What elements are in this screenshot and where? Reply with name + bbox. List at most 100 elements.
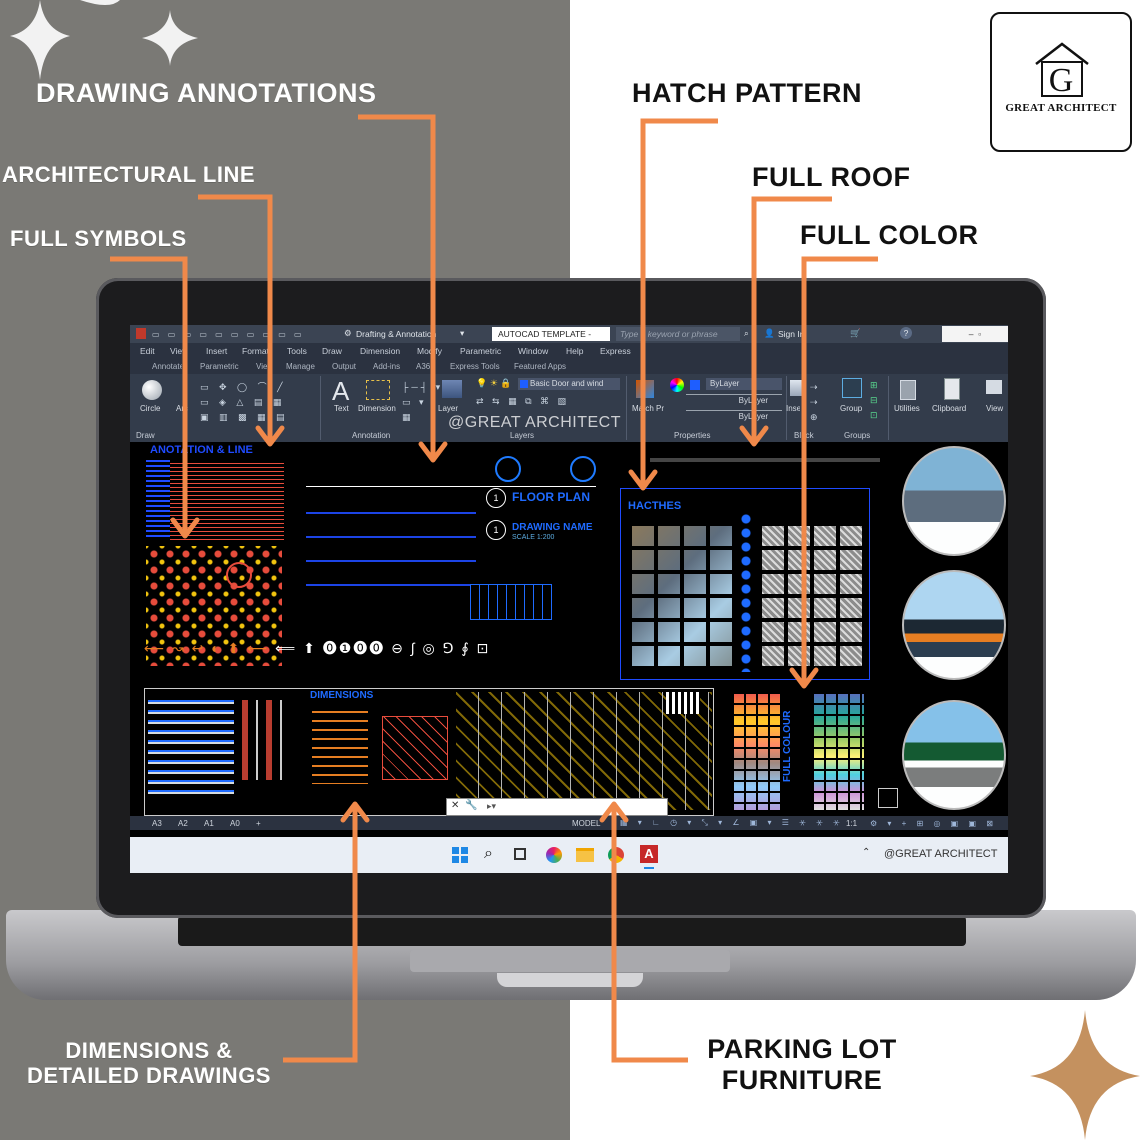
menu-help[interactable]: Help [566,346,584,356]
task-view-icon[interactable] [514,848,526,860]
autocad-taskbar-icon[interactable]: A [640,845,658,863]
clipboard-icon[interactable] [944,378,960,400]
workspace-chevron-icon[interactable]: ▾ [460,328,465,338]
add-layout-icon[interactable]: + [256,818,261,828]
menu-window[interactable]: Window [518,346,549,356]
command-settings-icon[interactable]: 🔧 [465,800,478,811]
tab-parametric[interactable]: Parametric [200,362,239,371]
windows-start-icon[interactable] [452,847,468,863]
watermark: @GREAT ARCHITECT [448,414,621,431]
draw-tools-icons[interactable]: ▭ ✥ ◯ ⌒ ╱▭ ◈ △ ▤ ▦▣ ▥ ▩ ▦ ▤ [200,382,289,422]
clipboard-label: Clipboard [932,404,967,413]
tab-add-ins[interactable]: Add-ins [373,362,401,371]
menu-dimension[interactable]: Dimension [360,346,401,356]
tray-chevron-icon[interactable]: ⌃ [862,847,871,858]
search-taskbar-icon[interactable]: ⌕ [484,845,493,862]
annotation-small-icons[interactable]: ├─┤ ▾▭ ▾▦ [402,382,444,422]
status-tool-icons[interactable]: ▦ ▾ ∟ ◷ ▾ ⤡ ▾ ∠ ▣ ▾ ☰ ⚹ ⚹ ⚹ [620,818,844,827]
roof-elevation-strip [650,446,880,486]
layer-properties-icon[interactable] [442,380,462,398]
layer-tool-icons[interactable]: ⇄ ⇆ ▦ ⧉ ⌘ ▧ [476,396,570,406]
view-label: View [986,404,1004,413]
command-prompt-icon: ▸▾ [487,801,497,811]
separator [888,376,889,440]
layout-tab-a1[interactable]: A1 [204,818,214,828]
tab-a360[interactable]: A360 [416,362,430,371]
logo-letter: G [1048,62,1074,99]
file-explorer-icon[interactable] [576,848,594,862]
utilities-icon[interactable] [900,380,916,400]
status-bar: A3 A2 A1 A0 + MODEL ▦ ▾ ∟ ◷ ▾ ⤡ ▾ ∠ ▣ ▾ … [130,816,1008,830]
drawing-name-label: DRAWING NAME [512,522,593,533]
panel-layers[interactable]: Layers [510,431,535,440]
panel-annotation[interactable]: Annotation [352,431,391,440]
laptop-screen: ▭ ▭ ▭ ▭ ▭ ▭ ▭ ▭ ▭ ▭ ⚙ Drafting & Annotat… [130,325,1008,873]
app-menu-icon[interactable] [136,328,146,339]
model-space-button[interactable]: MODEL [572,818,601,828]
qat-icons[interactable]: ▭ ▭ ▭ ▭ ▭ ▭ ▭ ▭ ▭ ▭ [152,330,305,339]
menu-express[interactable]: Express [600,346,631,356]
tab-annotate[interactable]: Annotate [152,362,182,371]
search-input[interactable]: Type a keyword or phrase [616,327,740,341]
parking-bars [666,692,700,714]
hatches-title: HACTHES [628,500,682,512]
panel-groups[interactable]: Groups [844,431,871,440]
tab-manage[interactable]: Manage [286,362,315,371]
colour-swatches-right [814,692,864,810]
command-close-icon[interactable]: ✕ [451,800,460,811]
group-tool-icons[interactable]: ⊞⊟⊡ [870,380,878,420]
layer-state-icons[interactable]: 💡 ☀ 🔒 [476,378,512,388]
floor-plan-label: FLOOR PLAN [512,490,590,504]
layer-dropdown[interactable]: Basic Door and wind [518,378,620,390]
tab-featured-apps[interactable]: Featured Apps [514,362,567,371]
sign-in-link[interactable]: Sign In [778,329,805,339]
callout-full-symbols: FULL SYMBOLS [10,226,187,251]
layout-tab-a3[interactable]: A3 [152,818,162,828]
workspace-dropdown[interactable]: Drafting & Annotation [356,329,437,339]
tab-output[interactable]: Output [332,362,357,371]
bylayer-color-dropdown[interactable]: ByLayer [706,378,782,390]
compass-symbol-icon [226,562,252,588]
drawing-canvas[interactable]: ANOTATION & LINE ⟵ ↝ ↩ ◐ ⬆ ⟵ ⟸ ⬆ ⓿❶⓿⓿ ⊖ … [130,442,1008,816]
help-icon[interactable]: ? [900,327,912,339]
status-right-icons[interactable]: ⚙ ▾ + ⊞ ◎ ▣ ▣ ⊠ [870,818,997,828]
window-controls[interactable]: – ▫ [942,326,1008,342]
color-control-icon[interactable] [670,378,684,392]
sparkle-decoration-top-left [10,0,198,80]
separator [786,376,787,440]
laptop-notch [497,973,643,987]
dimension-label: Dimension [358,404,396,413]
menu-bar: Edit View Insert Format Tools Draw Dimen… [130,343,1008,359]
layout-tab-a0[interactable]: A0 [230,818,240,828]
annotation-scale[interactable]: 1:1 [846,818,858,828]
text-label: Text [334,404,349,413]
menu-insert[interactable]: Insert [206,346,228,356]
panel-draw[interactable]: Draw [136,431,155,440]
layout-tab-a2[interactable]: A2 [178,818,188,828]
menu-edit[interactable]: Edit [140,346,155,356]
callout-architectural-line: ARCHITECTURAL LINE [2,162,256,187]
menu-modify[interactable]: Modify [417,346,443,356]
tab-view[interactable]: View [256,362,268,371]
block-tool-icons[interactable]: ⇢⇢⊕ [810,382,818,422]
menu-tools[interactable]: Tools [287,346,307,356]
dimension-icon[interactable] [366,380,390,400]
menu-format[interactable]: Format [242,346,269,356]
circle-button[interactable] [142,380,162,400]
menu-parametric[interactable]: Parametric [460,346,502,356]
copilot-icon[interactable] [546,847,562,863]
landscape-section-2 [902,570,1006,680]
tab-express-tools[interactable]: Express Tools [450,362,500,371]
cart-icon[interactable]: 🛒 [850,328,861,338]
menu-draw[interactable]: Draw [322,346,342,356]
panel-properties[interactable]: Properties [674,431,711,440]
search-icon[interactable]: ⌕ [744,328,749,338]
ribbon-tabs: Annotate Parametric View Manage Output A… [130,359,1008,374]
group-icon[interactable] [842,378,862,398]
menu-view[interactable]: View [170,346,184,356]
text-icon[interactable]: A [332,376,350,406]
view-icon[interactable] [986,380,1002,394]
separator [320,376,321,440]
drawing-name-bubble-icon: 1 [486,520,506,540]
